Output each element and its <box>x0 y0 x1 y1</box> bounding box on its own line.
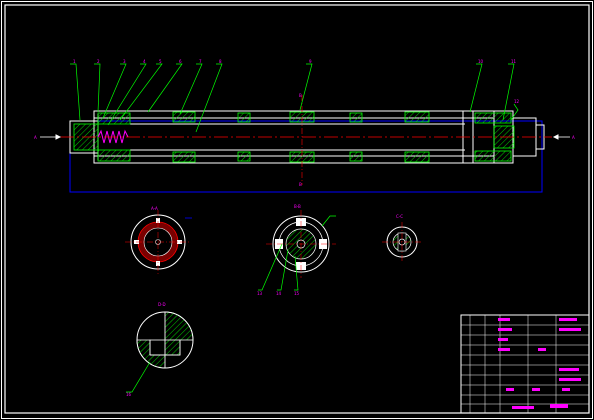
callout-11: 11 <box>511 59 517 64</box>
view-label-aa: A-A <box>151 206 158 211</box>
view-label-cc: C-C <box>396 214 403 219</box>
callout-2: 2 <box>97 59 100 64</box>
bb-leader-14: 14 <box>276 291 282 296</box>
bb-leader-15: 15 <box>294 291 300 296</box>
bb-leader-lines <box>258 215 336 291</box>
section-view-aa: A-A <box>125 206 192 274</box>
section-mark-bottom: B <box>299 182 302 187</box>
callout-6: 6 <box>179 59 182 64</box>
title-block <box>460 314 590 414</box>
bb-leader-13: 13 <box>257 291 263 296</box>
section-arrow-a <box>40 134 570 140</box>
callout-numbers: 1 2 3 4 5 6 7 8 9 10 11 12 <box>73 59 520 104</box>
main-section-view: A A B B 1 2 3 4 5 6 7 8 9 <box>34 59 575 193</box>
callout-7: 7 <box>199 59 202 64</box>
callout-8: 8 <box>219 59 222 64</box>
view-label-dd: D-D <box>158 302 166 307</box>
callout-leaders <box>70 63 519 133</box>
callout-3: 3 <box>123 59 126 64</box>
spring <box>97 129 129 144</box>
title-block-markings <box>498 318 581 409</box>
section-view-dd: D-D 16 <box>126 302 194 397</box>
section-label-right: A <box>572 135 575 140</box>
dd-leader-16: 16 <box>126 392 132 397</box>
section-label-left: A <box>34 135 37 140</box>
section-mark-top: B <box>299 93 302 98</box>
callout-1: 1 <box>73 59 76 64</box>
section-view-cc: C-C <box>382 214 422 262</box>
section-view-bb: B-B 13 14 15 <box>257 204 336 296</box>
callout-4: 4 <box>143 59 146 64</box>
callout-12: 12 <box>514 99 520 104</box>
title-block-grid <box>461 315 589 413</box>
view-label-bb: B-B <box>294 204 301 209</box>
callout-5: 5 <box>159 59 162 64</box>
callout-9: 9 <box>309 59 312 64</box>
callout-10: 10 <box>478 59 484 64</box>
inner-border <box>4 4 590 414</box>
